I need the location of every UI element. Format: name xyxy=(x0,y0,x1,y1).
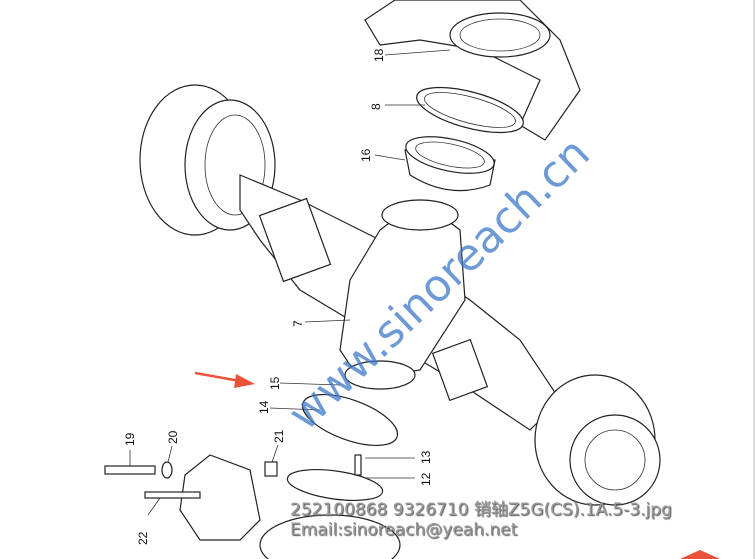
label-14: 14 xyxy=(257,400,271,414)
label-12: 12 xyxy=(419,472,433,486)
ring-12 xyxy=(286,469,384,501)
plate-14 xyxy=(301,393,399,447)
label-13: 13 xyxy=(419,450,433,464)
bolt-13 xyxy=(354,454,362,476)
label-16: 16 xyxy=(359,148,373,162)
pointer-arrow xyxy=(194,371,255,388)
bolt-19 xyxy=(104,465,156,475)
right-wheel-hub xyxy=(534,374,661,506)
corner-arrow xyxy=(680,550,720,559)
upper-bracket xyxy=(364,0,581,141)
center-housing-7 xyxy=(339,199,466,390)
ring-8 xyxy=(416,86,524,134)
label-15: 15 xyxy=(268,376,282,390)
lower-bracket xyxy=(179,454,261,541)
right-border xyxy=(753,0,755,559)
label-20: 20 xyxy=(166,430,180,444)
label-7: 7 xyxy=(291,320,305,327)
label-19: 19 xyxy=(123,432,137,446)
label-21: 21 xyxy=(272,429,286,443)
email-caption: Email:sinoreach@yeah.net xyxy=(290,520,518,540)
nut-21 xyxy=(264,461,278,477)
left-wheel-hub xyxy=(139,84,276,236)
washer-20 xyxy=(161,461,173,479)
file-caption: 252100868 9326710 销轴Z5G(CS).1A.5-3.jpg xyxy=(290,500,672,520)
label-8: 8 xyxy=(369,103,383,110)
pin-22 xyxy=(144,491,201,499)
bearing-16 xyxy=(404,136,496,192)
label-18: 18 xyxy=(372,48,386,62)
label-22: 22 xyxy=(136,531,150,545)
